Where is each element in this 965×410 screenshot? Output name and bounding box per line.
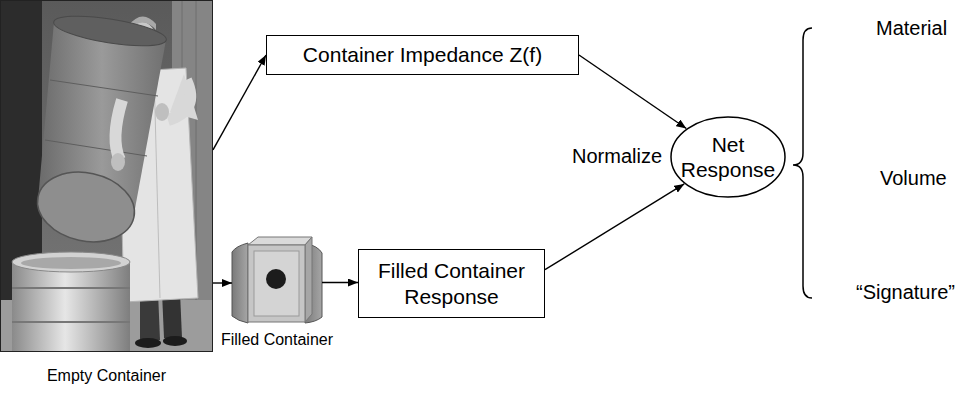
flow-arrow (213, 282, 232, 283)
ellipse-text: Net Response (677, 132, 779, 182)
output-label: “Signature” (856, 281, 955, 303)
process-box: Container Impedance Z(f) (266, 35, 579, 75)
label-holder: “Signature” (856, 280, 955, 304)
label-holder: Volume (880, 166, 947, 190)
figure-panel: Filled Container (232, 237, 322, 328)
box-text: Container Impedance Z(f) (303, 42, 542, 67)
caption-holder: Filled Container (221, 330, 333, 349)
caption-holder: Empty Container (47, 366, 166, 385)
result-ellipse: Net Response (670, 116, 786, 198)
output-label: Volume (880, 167, 947, 189)
flow-arrow (545, 184, 684, 270)
box-text: Filled Container Response (367, 258, 536, 308)
label-holder: Normalize (572, 144, 662, 168)
figure-caption: Empty Container (47, 367, 166, 384)
curly-bracket (793, 28, 812, 298)
label-holder: Material (876, 16, 947, 40)
flow-arrow (213, 55, 266, 150)
photo-illustration (0, 0, 213, 352)
output-label: Material (876, 17, 947, 39)
flow-arrow (579, 55, 686, 128)
process-box: Filled Container Response (358, 249, 545, 318)
flow-arrow (322, 282, 358, 283)
photo-panel: Empty Container (0, 0, 213, 352)
figure-caption: Filled Container (221, 331, 333, 348)
operation-label: Normalize (572, 145, 662, 167)
filled-container-illustration (232, 237, 322, 323)
ellipse-outline (670, 116, 786, 198)
